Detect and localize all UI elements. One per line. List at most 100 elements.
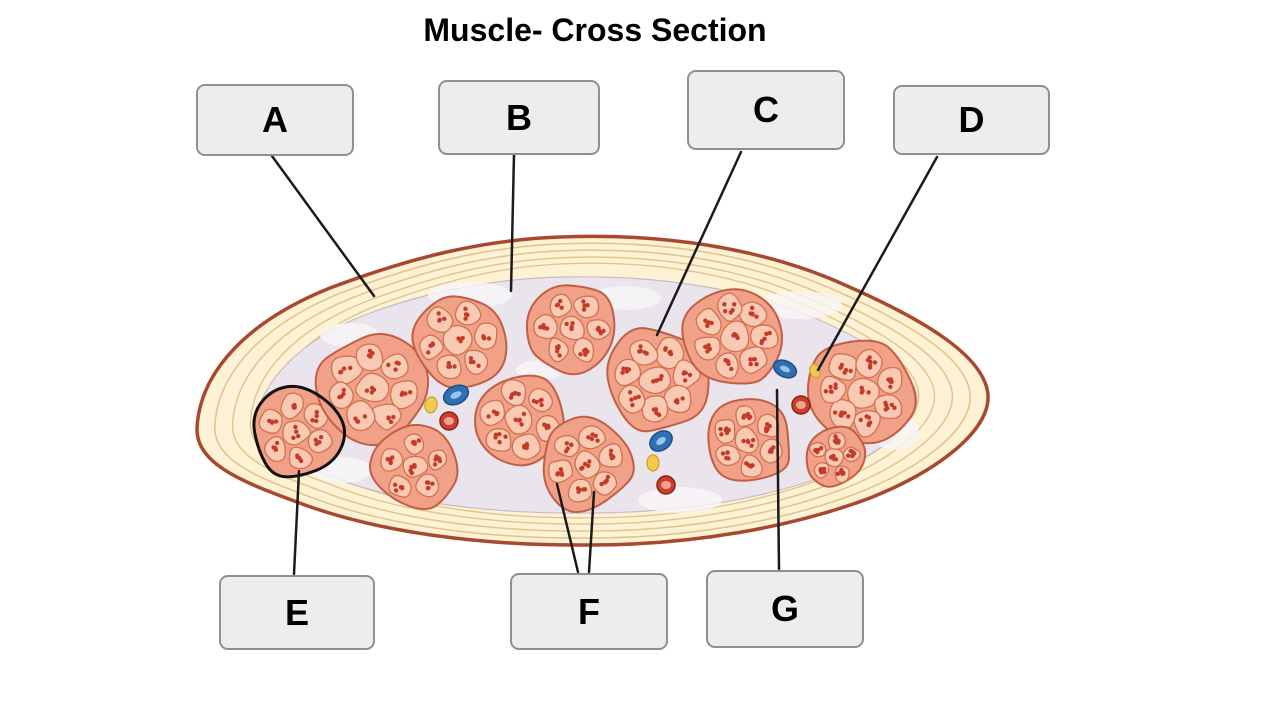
myofibril-dot [486,336,492,341]
myofibril-dot [463,306,468,311]
muscle-fiber [464,349,489,375]
myofibril-dot [559,470,564,475]
pointer-line-a [270,154,376,298]
myofibril-dot [465,312,470,318]
myofibril-dot [554,349,560,354]
myofibril-dot [293,424,298,430]
myofibril-dot [611,454,616,460]
myofibril-dot [494,410,499,416]
myofibril-dot [317,440,322,445]
myofibril-dot [749,305,755,311]
myofibril-dot [745,411,751,417]
muscle-fiber [473,322,498,350]
myofibril-dot [394,360,399,365]
muscle-fiber [346,400,376,432]
myofibril-dot [888,384,893,389]
blood-vessel-red [791,395,811,415]
myofibril-dot [559,305,564,310]
myofibril-dot [687,372,693,378]
epimysium-texture-line [231,249,954,532]
myofibril-dot [392,482,398,487]
myofibril-dot [564,441,569,446]
nerve-yellow [809,363,821,379]
myofibril-dot [630,402,635,408]
myofibril-dot [829,389,834,394]
myofibril-dot [393,367,398,372]
myofibril-dot [391,414,396,420]
myofibril-dot [835,471,840,476]
myofibril-dot [746,439,751,445]
myofibril-dot [819,470,824,475]
myofibril-dot [555,471,560,476]
muscle-fascicle [606,327,710,433]
myofibril-dot [675,398,680,403]
myofibril-dot [741,438,746,444]
label-letter-c: C [753,89,779,130]
myofibril-dot [539,397,544,403]
myofibril-dot [463,316,468,321]
myofibril-dot [833,385,838,390]
label-letter-a: A [262,99,288,140]
myofibril-dot [522,445,527,450]
myofibril-dot [580,465,585,470]
myofibril-dot [722,309,728,314]
myofibril-dot [767,330,772,336]
myofibril-dot [274,440,280,446]
myofibril-dot [412,464,417,469]
myofibril-dot [624,366,630,372]
myofibril-dot [452,364,457,369]
myofibril-dot [663,346,668,351]
myofibril-dot [545,326,550,331]
label-box-c: C [687,70,845,150]
myofibril-dot [362,414,368,419]
myofibril-dot [521,411,527,417]
myofibril-dot [534,399,539,405]
myofibril-dot [725,359,731,364]
myofibril-dot [654,410,659,416]
vein-lumen [656,436,666,446]
myofibril-dot [569,442,574,447]
epimysium-texture-line [249,256,936,525]
myofibril-dot [596,328,602,333]
myofibril-dot [637,349,642,354]
myofibril-dot [468,356,474,361]
myofibril-dot [386,362,391,368]
myofibril-dot [558,467,564,472]
blood-vessel-red [656,475,676,495]
myofibril-dot [554,303,560,308]
myofibril-dot [838,412,843,418]
myofibril-dot [725,450,730,455]
pointer-line-f-2 [587,490,596,574]
pointer-line-d [816,155,939,372]
myofibril-dot [823,389,829,394]
myofibril-dot [578,352,583,357]
myofibril-dot [833,382,838,387]
myofibril-dot [860,388,865,393]
myofibril-dot [763,426,769,431]
myofibril-dot [581,307,587,312]
vein-lumen [779,365,791,373]
myofibril-dot [605,474,611,480]
myofibril-dot [298,458,304,464]
myofibril-dot [608,448,614,453]
artery-lumen [444,416,454,426]
myofibril-dot [846,453,851,458]
myofibril-dot [424,480,430,485]
muscle-fiber [415,473,440,498]
myofibril-dot [557,353,562,358]
myofibril-dot [511,391,517,396]
myofibril-dot [764,331,769,336]
pointer-line-e [292,469,301,576]
myofibril-dot [570,321,575,326]
myofibril-dot [390,455,395,460]
muscle-fascicle [314,333,430,447]
myofibril-dot [867,355,872,360]
myofibril-dot [341,366,347,371]
myofibril-dot [732,332,737,338]
myofibril-dot [747,415,752,421]
myofibril-dot [586,435,591,440]
label-box-a: A [196,84,354,156]
artery-lumen [796,400,806,410]
